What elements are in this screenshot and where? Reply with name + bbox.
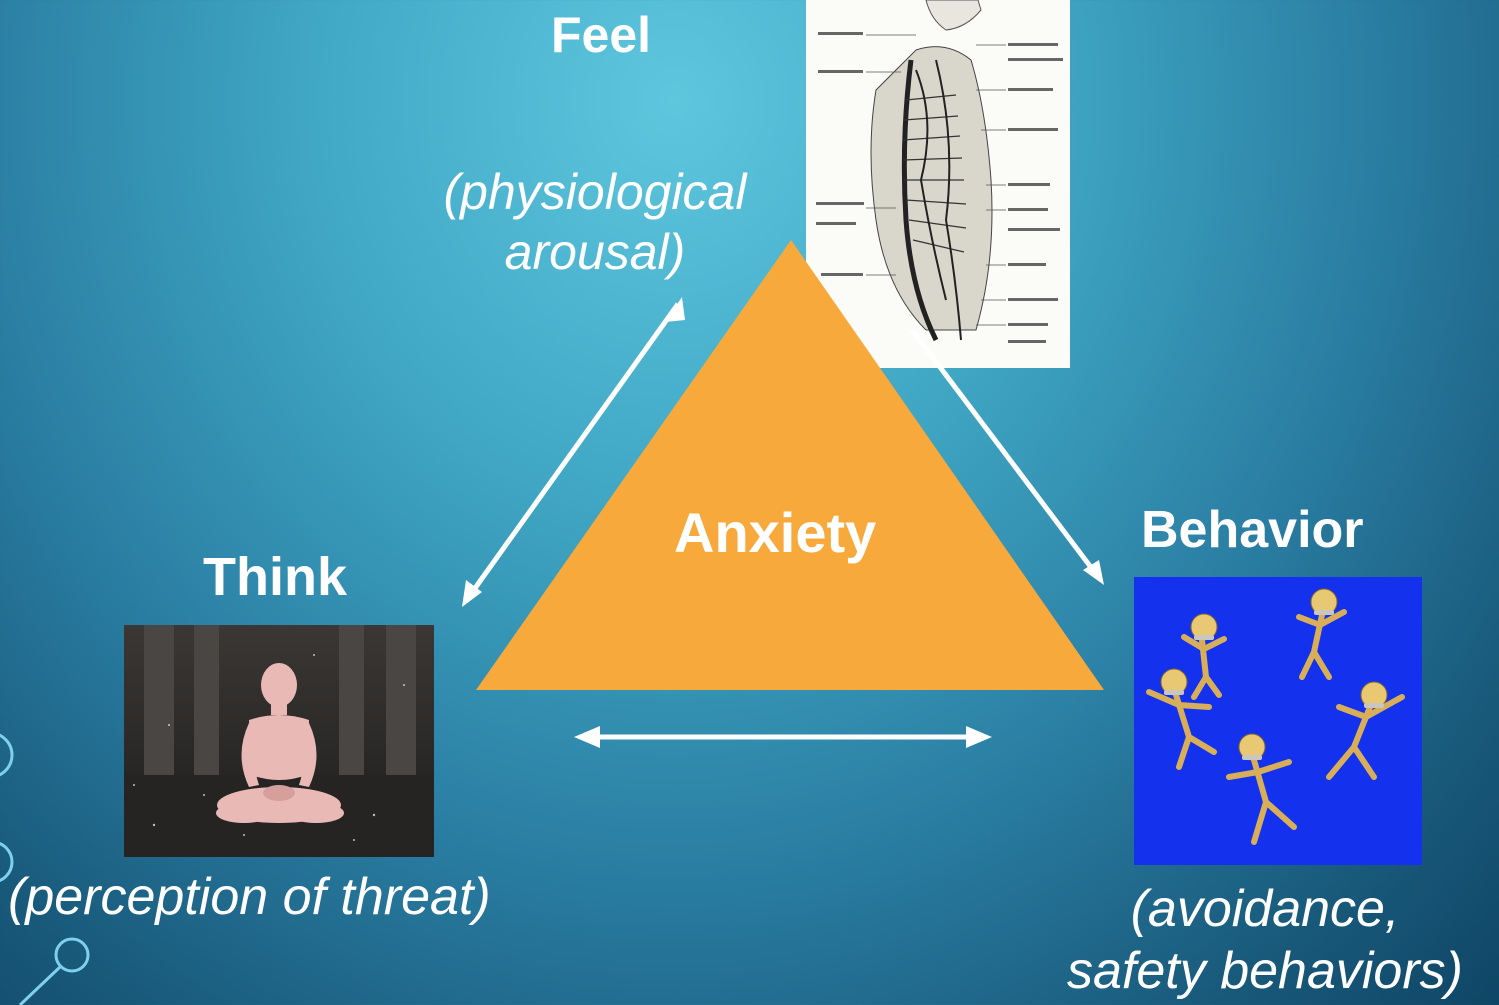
dancing-gold-figures <box>1134 577 1422 865</box>
think-title: Think <box>203 546 347 608</box>
feel-subtitle: (physiological arousal) <box>410 162 780 282</box>
behavior-title: Behavior <box>1141 500 1364 560</box>
think-subtitle: (perception of threat) <box>8 866 568 928</box>
arrowhead-feel <box>665 297 685 322</box>
meditating-figure <box>124 625 434 857</box>
anxiety-triangle <box>476 240 1104 690</box>
anxiety-label: Anxiety <box>674 500 876 565</box>
feel-subtitle-line2: arousal) <box>410 222 780 282</box>
behavior-subtitle-line2: safety behaviors) <box>1030 940 1499 1002</box>
feel-title: Feel <box>551 6 651 64</box>
behavior-subtitle: (avoidance, safety behaviors) <box>1030 878 1499 1003</box>
arrowhead-left <box>574 726 600 748</box>
feel-subtitle-line1: (physiological <box>410 162 780 222</box>
behavior-subtitle-line1: (avoidance, <box>1030 878 1499 940</box>
arrowhead-right <box>966 726 992 748</box>
